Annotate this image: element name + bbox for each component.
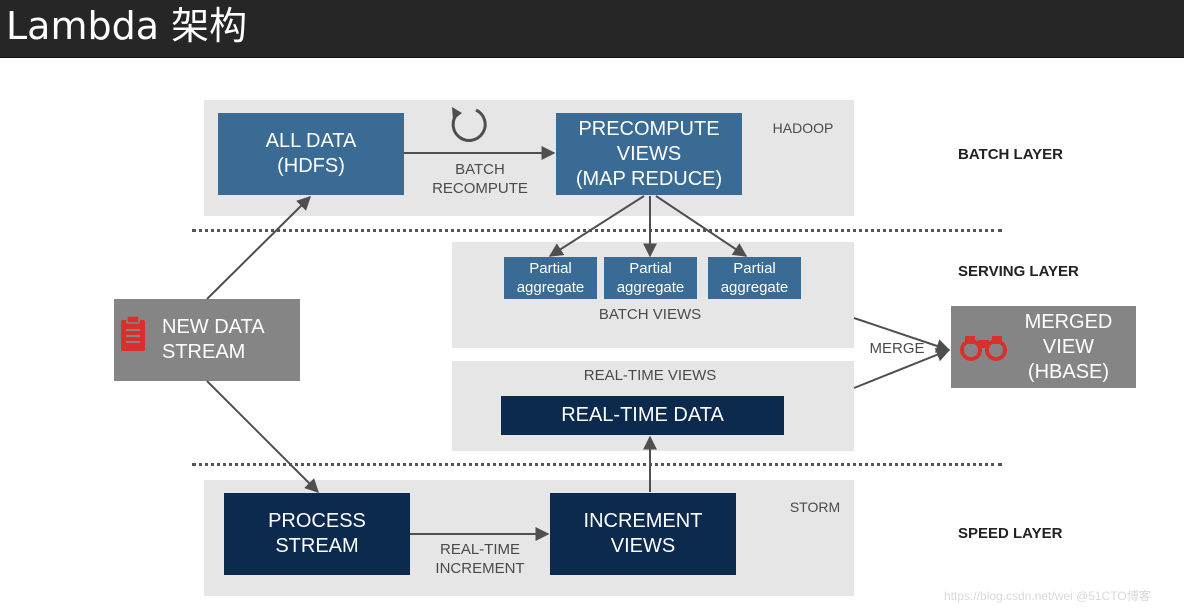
increment-views-box: INCREMENT VIEWS [550,493,736,575]
batch-views-label: BATCH VIEWS [598,306,702,323]
batch-serving-separator [192,229,1002,232]
watermark: https://blog.csdn.net/wei @51CTO博客 [944,589,1151,603]
merge-realtime-arrow [853,348,951,389]
storm-label: STORM [789,499,841,515]
merge-batch-arrow [853,317,951,353]
title-bar: Lambda 架构 [0,0,1184,58]
stream-to-process-arrow [206,380,319,493]
page-title: Lambda 架构 [6,4,248,48]
speed-layer-label: SPEED LAYER [958,525,1063,542]
batch-layer-label: BATCH LAYER [958,146,1064,163]
partial-aggregate-box-3: Partial aggregate [708,257,801,299]
merged-view-label: MERGED VIEW (HBASE) [1024,310,1113,383]
refresh-cycle-icon [451,107,487,142]
merge-label: MERGE [869,340,925,357]
precompute-to-partial-1-arrow [548,195,645,257]
batch-recompute-label: BATCH RECOMPUTE [432,161,528,197]
realtime-views-label: REAL-TIME VIEWS [583,367,717,384]
binoculars-icon [960,336,1007,361]
precompute-to-partial-3-arrow [655,195,748,257]
hadoop-label: HADOOP [772,120,834,136]
partial-aggregate-box-2: Partial aggregate [604,257,697,299]
serving-layer-label: SERVING LAYER [958,263,1079,280]
clipboard-icon [121,315,145,351]
realtime-data-box: REAL-TIME DATA [501,396,784,435]
stream-to-all-data-arrow [206,196,311,300]
precompute-views-box: PRECOMPUTE VIEWS (MAP REDUCE) [556,113,742,195]
serving-speed-separator [192,463,1002,466]
partial-aggregate-box-1: Partial aggregate [504,257,597,299]
diagram-slide: ALL DATA (HDFS) PRECOMPUTE VIEWS (MAP RE… [0,58,1184,612]
merged-view-box: MERGED VIEW (HBASE) [951,306,1136,388]
process-stream-box: PROCESS STREAM [224,493,410,575]
all-data-box: ALL DATA (HDFS) [218,113,404,195]
new-data-stream-label: NEW DATA STREAM [162,316,265,363]
realtime-increment-label: REAL-TIME INCREMENT [435,541,525,577]
